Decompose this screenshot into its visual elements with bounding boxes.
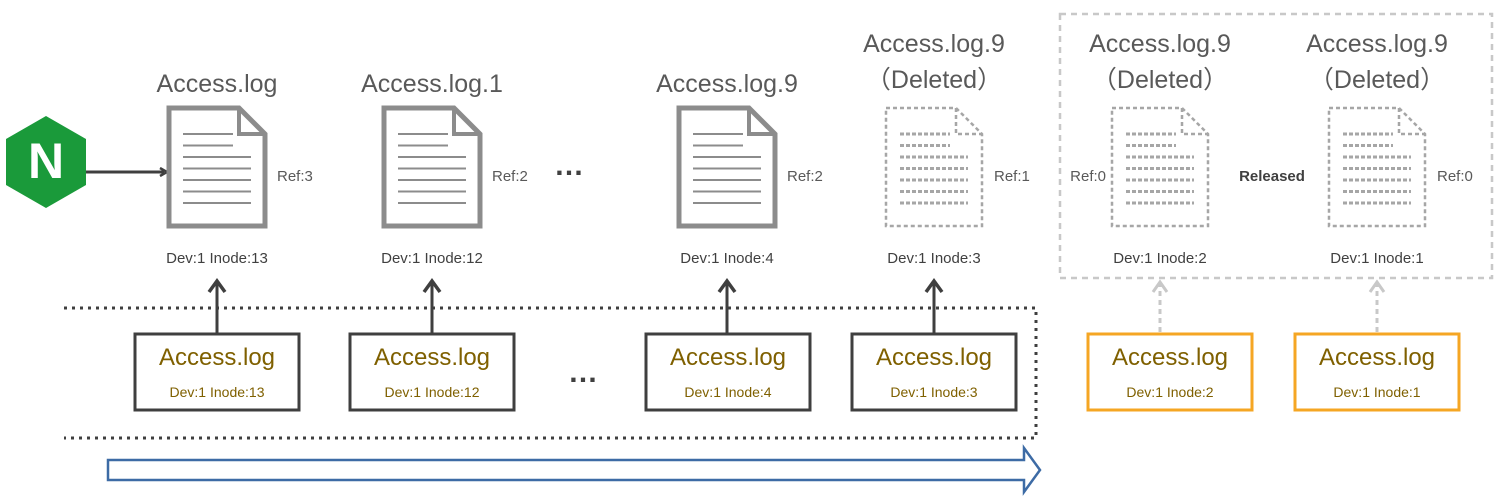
file-title: Access.log.1: [361, 70, 503, 98]
ref-count-label: Ref:2: [492, 168, 528, 185]
released-group-frame: [1058, 12, 1494, 280]
box-dev-inode: Dev:1 Inode:12: [385, 384, 480, 400]
file-title: Access.log.9: [656, 70, 798, 98]
ref-count-label: Ref:2: [787, 168, 823, 185]
file-dev-inode: Dev:1 Inode:2: [1113, 250, 1206, 267]
ref-count-label: Ref:3: [277, 168, 313, 185]
arrow-head: [717, 278, 737, 294]
file-dev-inode: Dev:1 Inode:12: [381, 250, 483, 267]
box-name: Access.log: [159, 344, 275, 371]
ref-count-label: Ref:0: [1070, 168, 1106, 185]
box-dev-inode: Dev:1 Inode:2: [1126, 384, 1213, 400]
file-dev-inode: Dev:1 Inode:4: [680, 250, 773, 267]
box-name: Access.log: [1112, 344, 1228, 371]
ref-count-label: Ref:0: [1437, 168, 1473, 185]
file-title: Access.log: [157, 70, 278, 98]
nginx-logo-letter: N: [28, 133, 64, 189]
box-dev-inode: Dev:1 Inode:13: [170, 384, 265, 400]
nginx-logo-icon: N: [6, 116, 86, 208]
box-name: Access.log: [670, 344, 786, 371]
box-name: Access.log: [1319, 344, 1435, 371]
box-frame: [1293, 332, 1461, 412]
arrow-head: [924, 278, 944, 294]
file-icon: [676, 105, 778, 229]
deleted-file-icon: [1110, 106, 1210, 228]
ref-count-label: Ref:1: [994, 168, 1030, 185]
arrow-head: [207, 278, 227, 294]
box-dev-inode: Dev:1 Inode:1: [1333, 384, 1420, 400]
deleted-file-icon: [884, 106, 984, 228]
timeline-arrow: [106, 444, 1042, 496]
arrow-head: [1368, 279, 1386, 293]
file-title: Access.log.9: [863, 30, 1005, 58]
file-dev-inode: Dev:1 Inode:13: [166, 250, 268, 267]
box-frame: [348, 332, 516, 412]
box-name: Access.log: [876, 344, 992, 371]
file-ellipsis: …: [554, 149, 586, 182]
file-title: Access.log.9: [1089, 30, 1231, 58]
file-title: Access.log.9: [1306, 30, 1448, 58]
box-dev-inode: Dev:1 Inode:3: [890, 384, 977, 400]
arrow-head: [1151, 279, 1169, 293]
file-deleted-label: （Deleted）: [1309, 66, 1445, 94]
file-dev-inode: Dev:1 Inode:3: [887, 250, 980, 267]
box-ellipsis: …: [568, 356, 600, 389]
released-label: Released: [1239, 168, 1305, 185]
arrow-head: [422, 278, 442, 294]
box-frame: [133, 332, 301, 412]
box-name: Access.log: [374, 344, 490, 371]
box-dev-inode: Dev:1 Inode:4: [684, 384, 771, 400]
box-frame: [644, 332, 812, 412]
deleted-file-icon: [1327, 106, 1427, 228]
file-deleted-label: （Deleted）: [1092, 66, 1228, 94]
box-frame: [1086, 332, 1254, 412]
file-icon: [166, 105, 268, 229]
file-icon: [381, 105, 483, 229]
file-deleted-label: （Deleted）: [866, 66, 1002, 94]
file-dev-inode: Dev:1 Inode:1: [1330, 250, 1423, 267]
